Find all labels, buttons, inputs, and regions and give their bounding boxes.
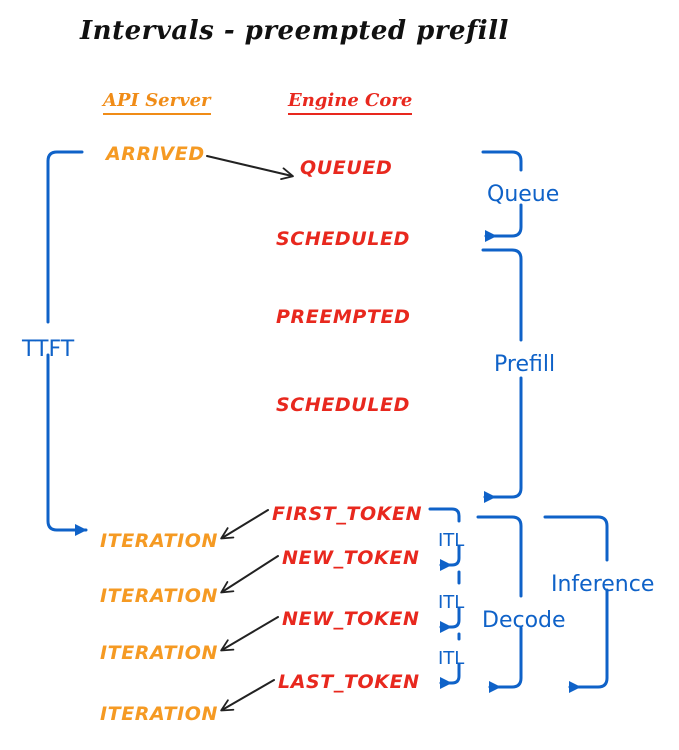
column-header-api-server: API Server [103,90,211,115]
page-title: Intervals - preempted prefill [80,16,509,46]
state-first-token: FIRST_TOKEN [272,503,423,525]
state-arrived: ARRIVED [106,143,205,165]
arrow-new-token-2-to-iteration [220,616,279,652]
state-iteration-2: ITERATION [100,585,219,607]
state-new-token-2: NEW_TOKEN [282,608,420,630]
bracket-decode [476,515,523,693]
arrow-first-token-to-iteration [220,509,269,540]
interval-label-ttft: TTFT [22,337,75,362]
interval-label-itl-2: ITL [438,592,465,613]
state-last-token: LAST_TOKEN [278,671,420,693]
state-queued: QUEUED [300,157,393,179]
state-iteration-4: ITERATION [100,703,219,725]
arrow-new-token-1-to-iteration [220,555,279,594]
arrow-last-token-to-iteration [220,679,275,712]
bracket-inference [543,515,609,693]
state-new-token-1: NEW_TOKEN [282,547,420,569]
arrow-arrived-to-queued [206,155,294,180]
state-iteration-1: ITERATION [100,530,219,552]
interval-label-queue: Queue [487,182,560,207]
interval-label-itl-1: ITL [438,530,465,551]
interval-label-inference: Inference [551,572,655,597]
column-header-engine-core: Engine Core [288,90,413,115]
interval-label-itl-3: ITL [438,648,465,669]
state-iteration-3: ITERATION [100,642,219,664]
state-scheduled-2: SCHEDULED [276,394,410,416]
state-preempted: PREEMPTED [276,306,411,328]
state-scheduled-1: SCHEDULED [276,228,410,250]
interval-label-decode: Decode [482,608,566,633]
interval-label-prefill: Prefill [494,352,556,377]
